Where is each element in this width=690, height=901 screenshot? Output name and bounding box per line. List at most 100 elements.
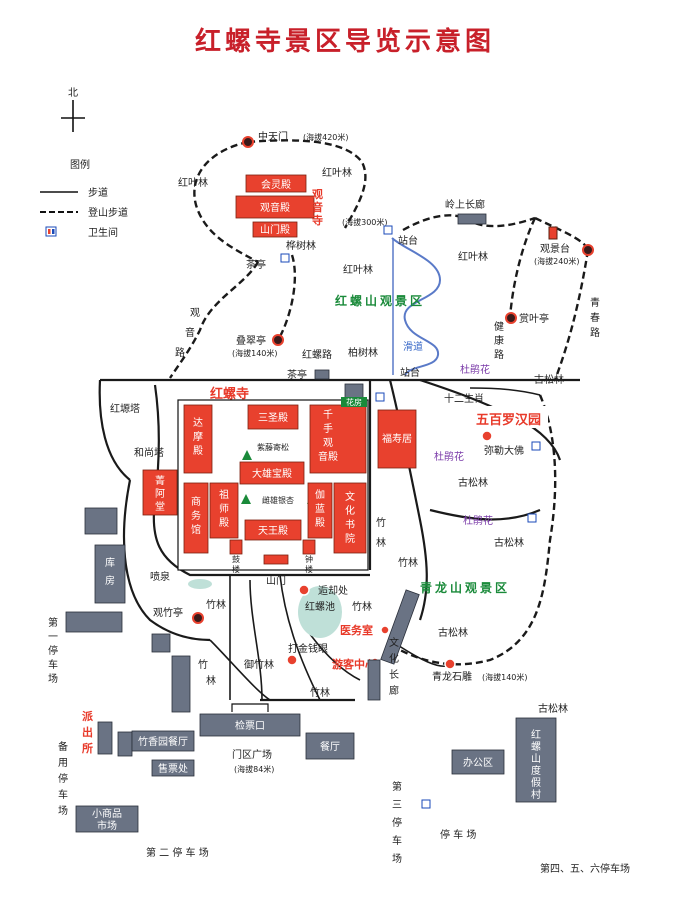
road-west-lower: [122, 479, 211, 642]
legend-mountain-path: 登山步道: [88, 206, 128, 219]
page-title: 红螺寺景区导览示意图: [195, 26, 495, 57]
plaza-gate: [231, 703, 269, 712]
guanyin-zone-label: 观 音 寺: [312, 188, 327, 227]
huashu-label: 桦树林: [286, 239, 316, 252]
guanjingtai-spot[interactable]: [582, 244, 594, 256]
wubai-zone-box: [474, 406, 548, 428]
fountain-pool: [188, 579, 212, 589]
huijing-hall-label: 会灵殿: [261, 178, 291, 191]
road-south-4: [209, 639, 271, 701]
compass-label: 北: [68, 87, 78, 99]
bell-tower: [302, 539, 316, 555]
zhulin-label-6: 竹林: [310, 686, 330, 699]
jiankang-label: 健康路: [494, 321, 504, 361]
guanyin-temple-complex: 会灵殿 观音殿 山门殿 观 音 寺: [235, 174, 327, 238]
shanmen-label: 山门: [266, 574, 286, 587]
zhongtianmen-label: 中天门: [258, 130, 288, 143]
dujuan-label-1: 杜鹃花: [460, 363, 490, 376]
hongyelin-label-4: 红叶林: [458, 250, 488, 263]
mile-spot[interactable]: [481, 430, 493, 442]
guanzhu-spot[interactable]: [192, 612, 204, 624]
restroom-icon: [421, 799, 431, 809]
culture-corridor-building: [380, 589, 420, 665]
hongluoshan-zone-label: 红螺山观景区: [335, 293, 425, 308]
legend: 图例 步道 登山步道 卫生间: [40, 158, 128, 239]
gusonglin-label-5: 古松林: [538, 702, 568, 715]
qingtang-hall: [142, 469, 178, 516]
zushi-label: 祖师殿: [219, 488, 229, 529]
flower-house: [344, 383, 364, 399]
viewpoint-marker: [548, 226, 558, 240]
bangong-label: 办公区: [463, 756, 493, 769]
hongyelin-label-1: 红叶林: [178, 176, 208, 189]
qingtang-label: 菁阿堂: [155, 474, 165, 513]
storeroom-building: [94, 544, 126, 604]
dajin-label: 打金钱眼: [288, 642, 328, 655]
damo-label: 达摩殿: [193, 417, 203, 457]
ridge-corridor: [457, 213, 487, 225]
huadao-label: 滑道: [403, 340, 423, 353]
huanyuan-label: 逅却处: [318, 584, 348, 597]
diecui-label: 叠翠亭: [236, 334, 266, 347]
qianshou-label: 千手观音殿: [318, 409, 338, 463]
huafang-label: 花房: [346, 397, 362, 407]
shangye-label: 赏叶亭: [519, 312, 549, 325]
yiwushi-label: 医务室: [340, 623, 373, 637]
slide-path: [391, 237, 442, 376]
zhulin-label-4: 竹林: [376, 516, 386, 549]
wubai-zone-label: 五百罗汉园: [476, 412, 541, 428]
guanyin-hall: [235, 195, 315, 219]
gusonglin-label-4: 古松林: [438, 626, 468, 639]
guanyin-hall-label: 观音殿: [260, 201, 290, 214]
zhongtianmen-alt: (海拔420米): [303, 132, 349, 142]
lingshang-label: 岭上长廊: [445, 198, 485, 211]
mile-label: 弥勒大佛: [484, 444, 524, 457]
restroom-icon: [531, 441, 541, 451]
zhulin-label-2: 竹林: [198, 658, 216, 687]
drum-tower: [229, 539, 243, 555]
office-building: [451, 749, 505, 775]
hongluochi-label: 红螺池: [305, 600, 335, 613]
restroom-male-icon: [52, 229, 55, 234]
shangye-spot[interactable]: [505, 312, 517, 324]
shanmen-gate: [263, 554, 289, 565]
alt300-label: (海拔300米): [342, 217, 388, 227]
dajin-spot[interactable]: [286, 654, 298, 666]
clinic-spot[interactable]: [380, 625, 390, 635]
legend-restroom: 卫生间: [88, 226, 118, 239]
canting-label: 餐厅: [320, 740, 340, 753]
paichu-label: 派出所: [82, 710, 94, 755]
tianwang-label: 天王殿: [258, 525, 288, 537]
shoupiao-label: 售票处: [158, 762, 188, 775]
xiaoshang-label: 小商品市场: [92, 807, 122, 832]
huanyuan-spot[interactable]: [298, 584, 310, 596]
hongluo-pool: [298, 586, 342, 638]
sansheng-hall: [247, 404, 299, 430]
pine2-label: 雌雄银杏: [262, 495, 294, 505]
ticket-gate-building: [199, 713, 301, 737]
damo-hall: [183, 404, 213, 474]
restroom-icon: [375, 392, 385, 402]
gusonglin-label-1: 古松林: [534, 373, 564, 386]
diecui-spot[interactable]: [272, 334, 284, 346]
shier-label: 十二生肖: [444, 392, 484, 405]
guanzhu-label: 观竹亭: [153, 606, 183, 619]
tianwang-hall: [244, 519, 302, 541]
small-building: [117, 731, 133, 757]
zhantai-label-1: 站台: [398, 234, 418, 247]
youke-label: 游客中心: [332, 657, 376, 671]
zhongtianmen-spot[interactable]: [242, 136, 254, 148]
fushou-label: 福寿居: [382, 432, 412, 445]
sansheng-label: 三圣殿: [258, 412, 288, 424]
diecui-alt: (海拔140米): [232, 348, 278, 358]
menqu-label: 门区广场: [232, 748, 272, 761]
qinglong-alt: (海拔140米): [482, 672, 528, 682]
police-building: [97, 721, 113, 755]
qinglong-zone-label: 青龙山观景区: [420, 580, 510, 595]
resort-building: [515, 717, 557, 803]
tingchechang-label: 停 车 场: [440, 828, 476, 841]
qinglong-spot[interactable]: [444, 658, 456, 670]
penquan-label: 喷泉: [150, 570, 170, 583]
shanmen-top-hall: [252, 221, 298, 238]
